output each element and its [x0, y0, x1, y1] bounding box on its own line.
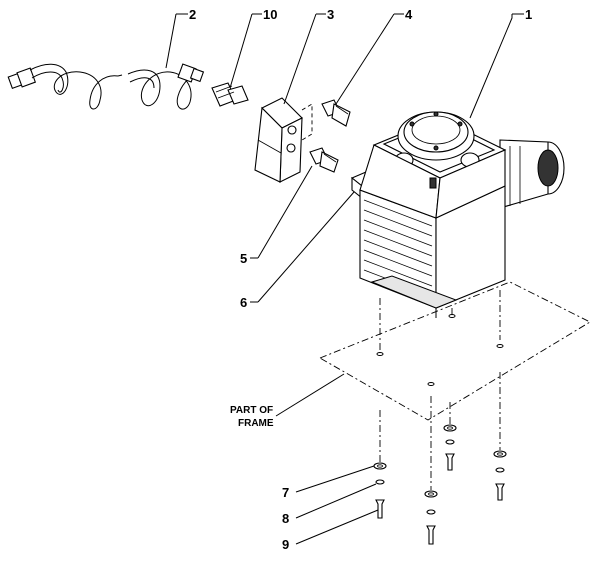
mount-center-lines	[376, 290, 504, 490]
callout-7: 7	[282, 485, 289, 500]
hardware-stack-1	[373, 462, 387, 519]
callout-5: 5	[240, 251, 247, 266]
callout-4: 4	[405, 7, 413, 22]
fitting-10	[211, 82, 249, 107]
hardware-stack-2	[424, 490, 438, 545]
pump-motor-assembly	[359, 111, 565, 318]
callout-3: 3	[327, 7, 334, 22]
callout-6: 6	[240, 295, 247, 310]
hardware-stack-4	[493, 450, 507, 501]
fitting-4	[321, 99, 351, 127]
frame-label-line2: FRAME	[238, 418, 274, 429]
hose-assembly	[7, 63, 205, 110]
callout-1: 1	[525, 7, 532, 22]
callout-10: 10	[263, 7, 277, 22]
leader-lines	[165, 13, 524, 545]
callout-9: 9	[282, 537, 289, 552]
frame-label-line1: PART OF	[230, 405, 273, 416]
frame-plate	[318, 281, 591, 421]
callout-2: 2	[189, 7, 196, 22]
hardware-stack-3	[443, 424, 457, 471]
callout-8: 8	[282, 511, 289, 526]
fitting-5	[309, 147, 339, 173]
valve-block	[254, 97, 313, 183]
